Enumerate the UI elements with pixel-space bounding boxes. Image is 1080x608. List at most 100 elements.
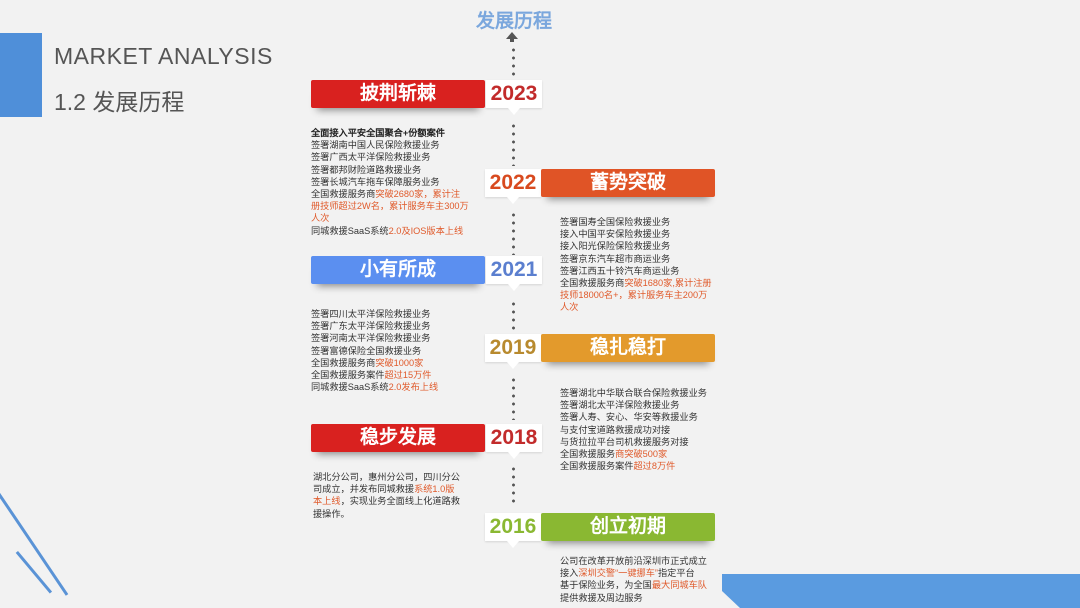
description-text: ，实现业务全面线上化道路救 bbox=[340, 496, 460, 507]
description-text: 公司在改革开放前沿深圳市正式成立 bbox=[560, 556, 707, 566]
description-text: 全国救援服务案件 bbox=[311, 370, 385, 381]
highlight-text: 册技师超过2W名，累计服务车主300万 bbox=[311, 201, 469, 212]
description-text: 湖北分公司，惠州分公司，四川分公 bbox=[313, 472, 460, 482]
description-line: 人次 bbox=[560, 301, 725, 313]
description-line: 基于保险业务，为全国最大同城车队 bbox=[560, 579, 725, 591]
description-line: 本上线，实现业务全面线上化道路救 bbox=[313, 495, 473, 507]
milestone-description: 全面接入平安全国聚合+份额案件签署湖南中国人民保险救援业务签署广西太平洋保险救援… bbox=[311, 127, 511, 237]
description-line: 签署湖北中华联合联合保险救援业务 bbox=[560, 387, 725, 399]
milestone-year: 2021 bbox=[486, 256, 542, 291]
description-text: 司成立，并发布同城救援 bbox=[313, 484, 415, 495]
timeline-dots bbox=[512, 211, 515, 255]
highlight-text: 最大同城车队 bbox=[651, 580, 707, 591]
milestone-banner: 小有所成 bbox=[311, 256, 485, 284]
left-accent-block bbox=[0, 33, 42, 117]
description-line: 全国救援服务商突破2680家，累计注 bbox=[311, 188, 511, 200]
highlight-text: 人次 bbox=[311, 213, 330, 224]
description-line: 技师18000名+，累计服务车主200万 bbox=[560, 289, 725, 301]
highlight-text: 突破2680家，累计注 bbox=[375, 189, 461, 200]
description-text: 签署富德保险全国救援业务 bbox=[311, 345, 422, 356]
description-text: 签署湖北中华联合联合保险救援业务 bbox=[560, 388, 707, 398]
highlight-text: 超过8万件 bbox=[633, 461, 676, 472]
description-line: 签署长城汽车拖车保障服务业务 bbox=[311, 176, 511, 188]
decorative-diagonal-line-short bbox=[15, 551, 53, 594]
description-line: 全面接入平安全国聚合+份额案件 bbox=[311, 127, 511, 139]
highlight-text: 超过15万件 bbox=[384, 370, 432, 381]
description-text: 签署广东太平洋保险救援业务 bbox=[311, 321, 431, 332]
timeline-dots bbox=[512, 376, 515, 420]
description-line: 签署广西太平洋保险救援业务 bbox=[311, 151, 511, 163]
description-text: 与支付宝道路救援成功对接 bbox=[560, 424, 671, 435]
description-text: 同城救援SaaS系统 bbox=[311, 382, 389, 393]
description-line: 签署京东汽车超市商运业务 bbox=[560, 253, 725, 265]
description-text: 接入中国平安保险救援业务 bbox=[560, 229, 671, 240]
description-text: 全国救援服务 bbox=[560, 449, 616, 460]
timeline-dots bbox=[512, 122, 515, 166]
highlight-text: 2.0及IOS版本上线 bbox=[388, 225, 464, 236]
milestone-year: 2016 bbox=[485, 513, 541, 548]
description-line: 签署人寿、安心、华安等救援业务 bbox=[560, 411, 725, 423]
description-line: 签署都邦财险道路救援业务 bbox=[311, 164, 511, 176]
description-line: 签署国寿全国保险救援业务 bbox=[560, 216, 725, 228]
description-line: 接入中国平安保险救援业务 bbox=[560, 228, 725, 240]
highlight-text: 突破1680家,累计注册 bbox=[624, 278, 712, 289]
description-line: 册技师超过2W名，累计服务车主300万 bbox=[311, 200, 511, 212]
description-line: 接入深圳交警“一键挪车”指定平台 bbox=[560, 567, 725, 579]
milestone-description: 湖北分公司，惠州分公司，四川分公司成立，并发布同城救援系统1.0版本上线，实现业… bbox=[313, 471, 473, 520]
description-line: 签署富德保险全国救援业务 bbox=[311, 345, 511, 357]
description-line: 同城救援SaaS系统2.0发布上线 bbox=[311, 381, 511, 393]
description-text: 签署江西五十铃汽车商运业务 bbox=[560, 265, 680, 276]
description-line: 签署湖南中国人民保险救援业务 bbox=[311, 139, 511, 151]
description-line: 提供救援及周边服务 bbox=[560, 592, 725, 604]
description-text: 签署广西太平洋保险救援业务 bbox=[311, 152, 431, 163]
description-text: 签署都邦财险道路救援业务 bbox=[311, 164, 422, 175]
description-text: 签署长城汽车拖车保障服务业务 bbox=[311, 176, 440, 187]
highlight-text: 突破1000家 bbox=[375, 357, 424, 368]
description-line: 全国救援服务商突破1000家 bbox=[311, 357, 511, 369]
milestone-banner: 蓄势突破 bbox=[541, 169, 715, 197]
description-text: 援操作。 bbox=[313, 508, 350, 519]
description-text: 全国救援服务商 bbox=[311, 189, 376, 200]
description-line: 签署河南太平洋保险救援业务 bbox=[311, 332, 511, 344]
timeline-dots bbox=[512, 465, 515, 505]
description-line: 签署四川太平洋保险救援业务 bbox=[311, 308, 511, 320]
milestone-banner: 披荆斩棘 bbox=[311, 80, 485, 108]
description-line: 全国救援服务商突破1680家,累计注册 bbox=[560, 277, 725, 289]
description-line: 全国救援服务商突破500家 bbox=[560, 448, 725, 460]
highlight-text: 系统1.0版 bbox=[414, 484, 455, 495]
description-text: 全面接入平安全国聚合+份额案件 bbox=[311, 128, 445, 138]
highlight-text: 2.0发布上线 bbox=[388, 382, 439, 393]
description-line: 接入阳光保险保险救援业务 bbox=[560, 240, 725, 252]
description-line: 签署湖北太平洋保险救援业务 bbox=[560, 399, 725, 411]
description-text: 签署四川太平洋保险救援业务 bbox=[311, 309, 431, 319]
description-line: 与支付宝道路救援成功对接 bbox=[560, 424, 725, 436]
milestone-year: 2023 bbox=[486, 80, 542, 115]
section-title-cn: 1.2 发展历程 bbox=[54, 89, 185, 115]
arrow-up-icon bbox=[506, 32, 518, 39]
milestone-banner: 创立初期 bbox=[541, 513, 715, 541]
highlight-text: 商突破500家 bbox=[615, 449, 668, 460]
description-text: 全国救援服务商 bbox=[311, 357, 376, 368]
description-line: 援操作。 bbox=[313, 508, 473, 520]
description-text: 接入 bbox=[560, 568, 579, 579]
arrow-stem bbox=[510, 38, 514, 42]
description-text: 签署京东汽车超市商运业务 bbox=[560, 253, 671, 264]
description-text: 与货拉拉平台司机救援服务对接 bbox=[560, 436, 689, 447]
description-text: 签署河南太平洋保险救援业务 bbox=[311, 333, 431, 344]
section-title-en: MARKET ANALYSIS bbox=[54, 43, 273, 69]
description-line: 签署江西五十铃汽车商运业务 bbox=[560, 265, 725, 277]
description-text: 签署国寿全国保险救援业务 bbox=[560, 217, 671, 227]
description-text: 签署人寿、安心、华安等救援业务 bbox=[560, 412, 698, 423]
decorative-diagonal-line bbox=[0, 478, 69, 596]
description-line: 与货拉拉平台司机救援服务对接 bbox=[560, 436, 725, 448]
description-text: 同城救援SaaS系统 bbox=[311, 225, 389, 236]
description-line: 全国救援服务案件超过8万件 bbox=[560, 460, 725, 472]
description-line: 人次 bbox=[311, 212, 511, 224]
description-text: 指定平台 bbox=[658, 568, 695, 579]
description-text: 签署湖南中国人民保险救援业务 bbox=[311, 140, 440, 151]
description-text: 接入阳光保险保险救援业务 bbox=[560, 241, 671, 252]
timeline-title: 发展历程 bbox=[475, 11, 552, 32]
milestone-year: 2019 bbox=[485, 334, 541, 369]
milestone-description: 签署国寿全国保险救援业务接入中国平安保险救援业务接入阳光保险保险救援业务签署京东… bbox=[560, 216, 725, 314]
milestone-year: 2018 bbox=[486, 424, 542, 459]
